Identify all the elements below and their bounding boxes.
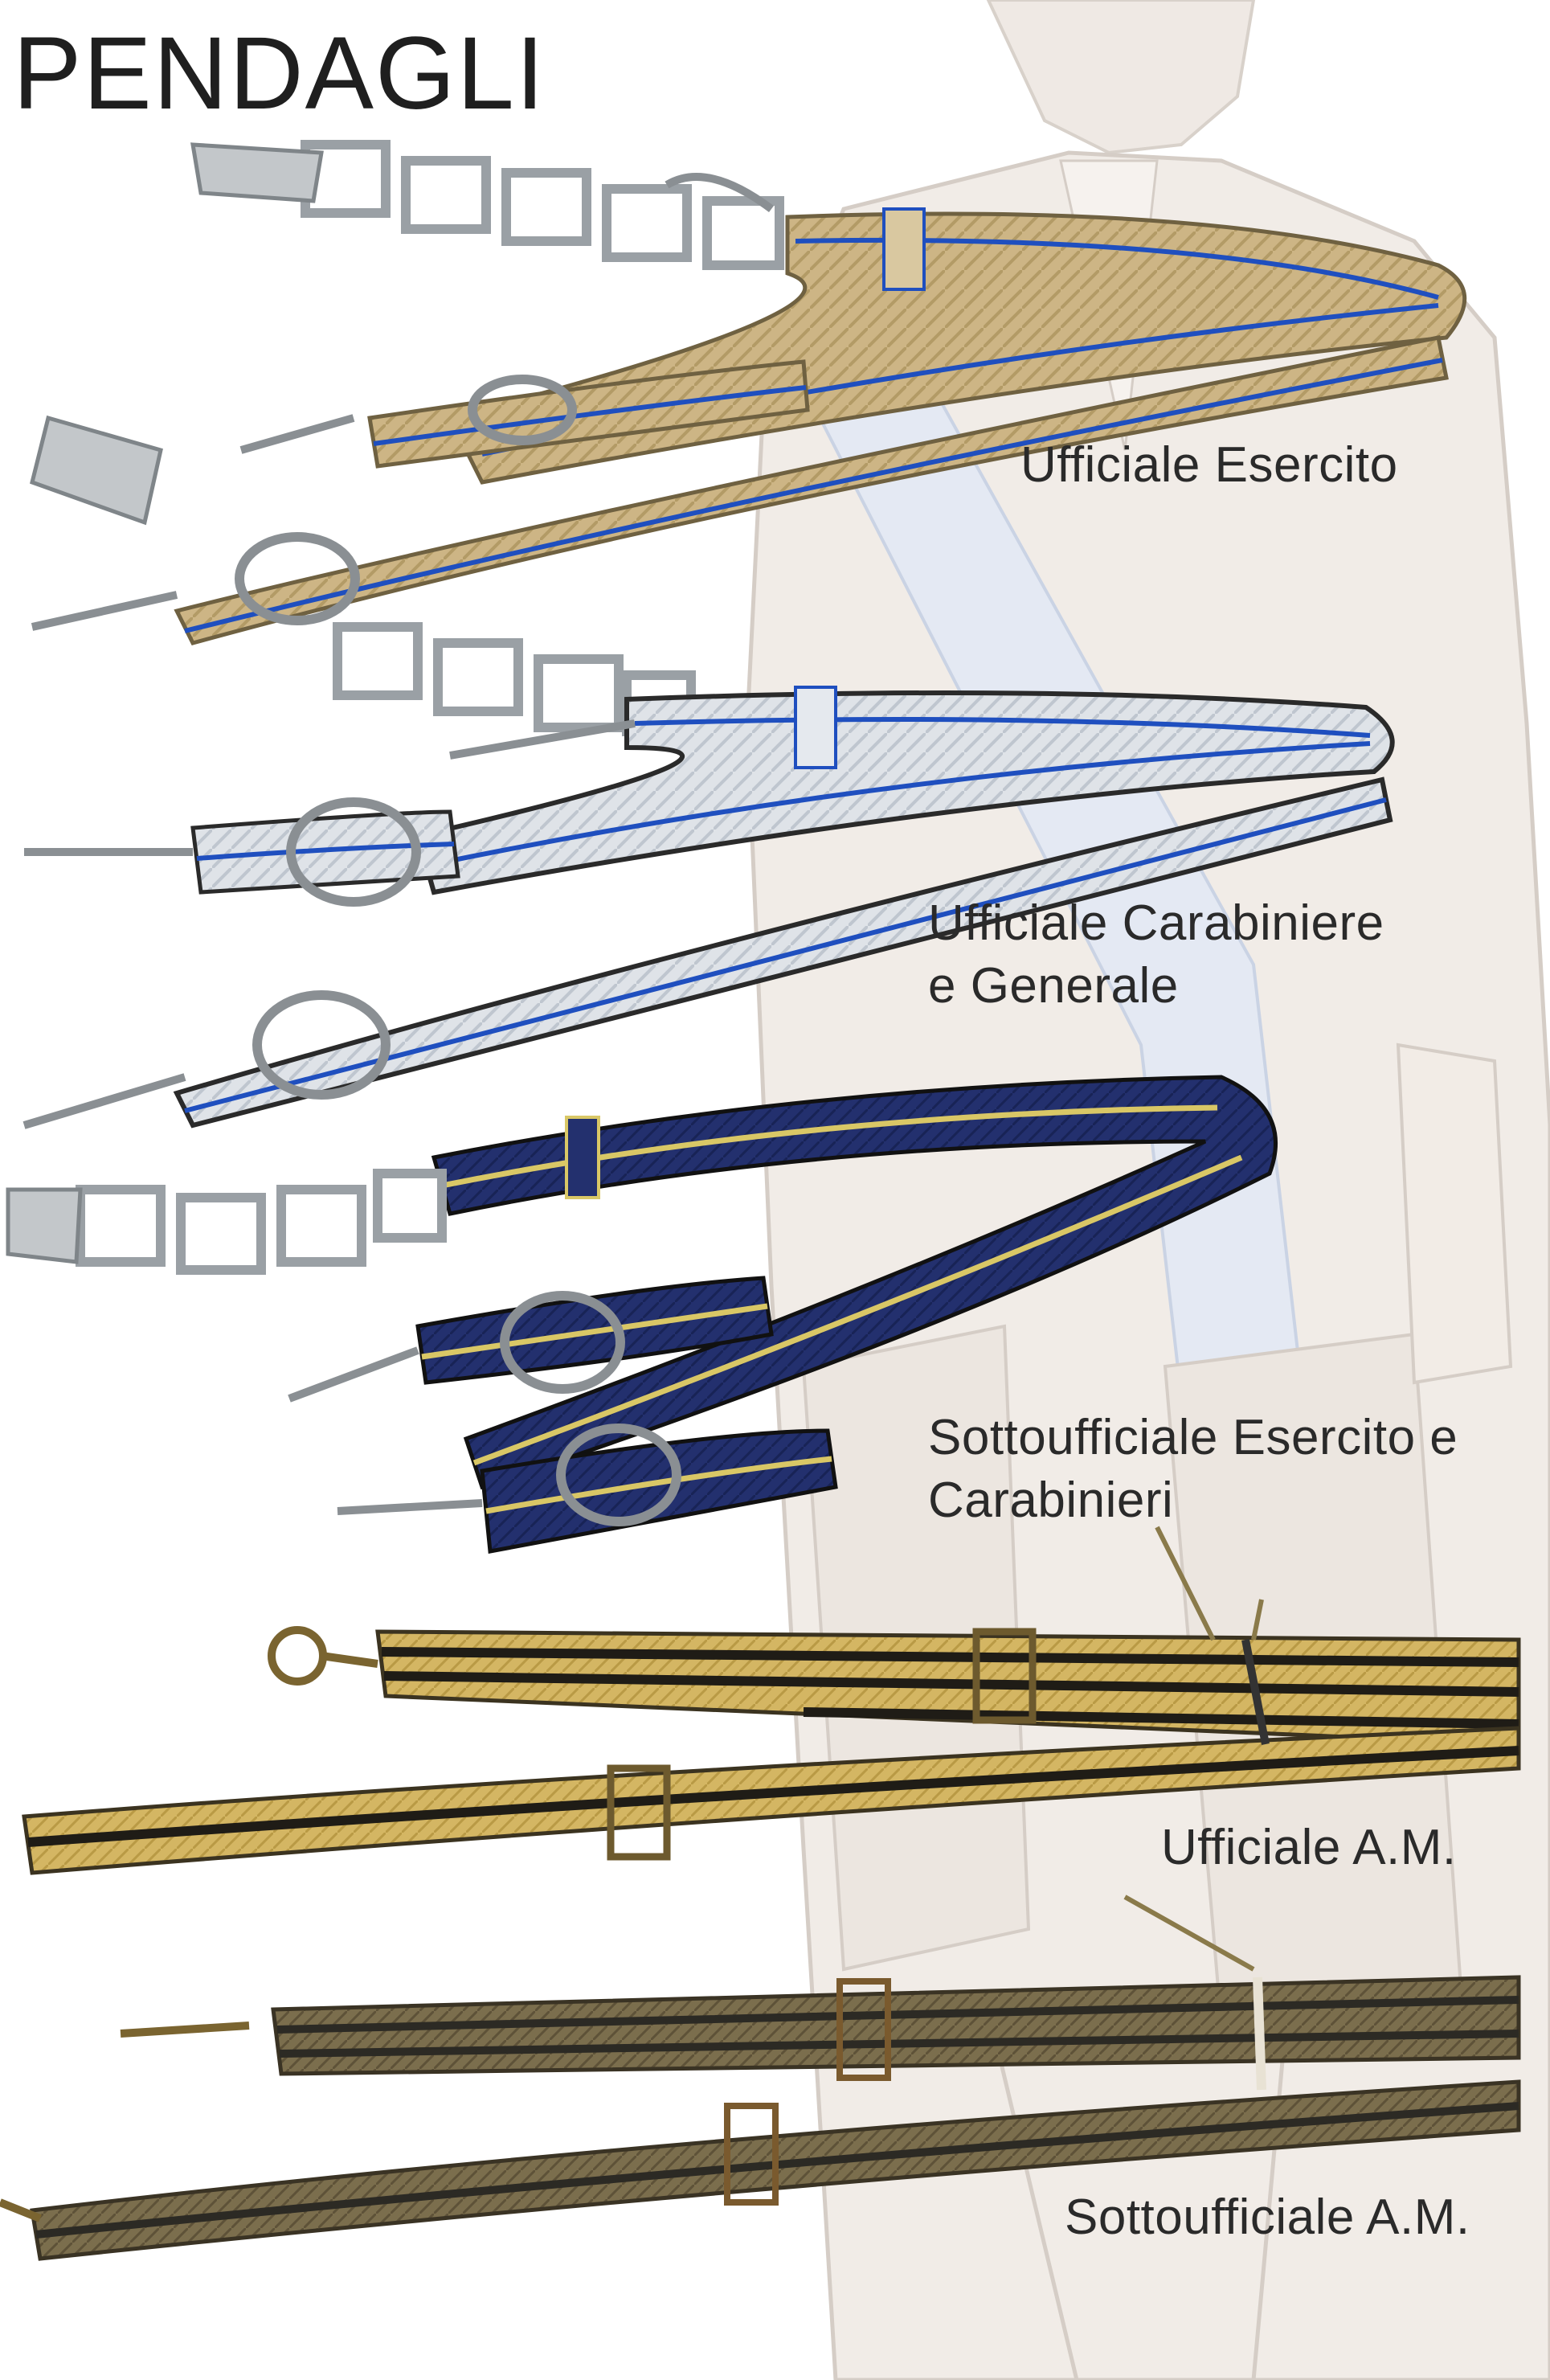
- strap-ufficiale-carabiniere: [22, 686, 1395, 1129]
- label-line: Ufficiale A.M.: [1161, 1820, 1457, 1875]
- label-line: Carabinieri: [928, 1473, 1174, 1528]
- label-sottoufficiale-esercito: Sottoufficiale Esercito e Carabinieri: [928, 1407, 1458, 1532]
- strap-sottoufficiale-am: [0, 1895, 1521, 2261]
- strap-ufficiale-am: [22, 1526, 1521, 1875]
- label-ufficiale-carabiniere: Ufficiale Carabiniere e Generale: [928, 892, 1384, 1018]
- label-line: Sottoufficiale Esercito e: [928, 1410, 1458, 1465]
- label-ufficiale-am: Ufficiale A.M.: [1161, 1817, 1457, 1879]
- label-line: Sottoufficiale A.M.: [1065, 2190, 1470, 2245]
- label-ufficiale-esercito: Ufficiale Esercito: [1020, 434, 1398, 497]
- strap-sottoufficiale-esercito: [6, 1075, 1278, 1554]
- strap-ufficiale-esercito: [30, 140, 1467, 736]
- label-line: Ufficiale Esercito: [1020, 437, 1398, 493]
- label-line: Ufficiale Carabiniere: [928, 895, 1384, 951]
- page-title: PENDAGLI: [13, 16, 546, 131]
- label-sottoufficiale-am: Sottoufficiale A.M.: [1065, 2186, 1470, 2249]
- label-line: e Generale: [928, 958, 1179, 1014]
